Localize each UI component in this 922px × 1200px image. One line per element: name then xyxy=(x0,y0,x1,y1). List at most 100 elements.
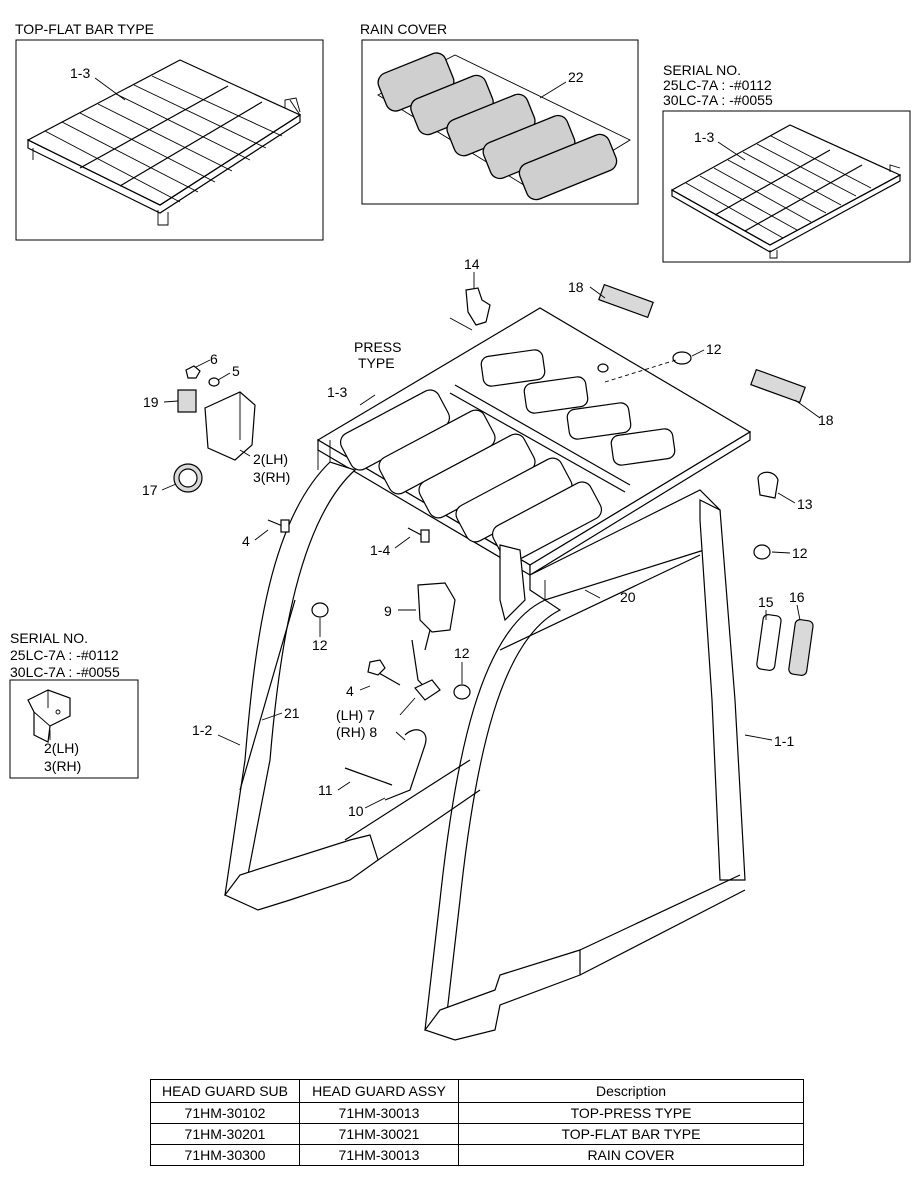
callout-1-1: 1-1 xyxy=(774,733,794,749)
table-header-cell: HEAD GUARD SUB xyxy=(150,1079,300,1103)
serial-top-line1: SERIAL NO. xyxy=(663,62,741,78)
washer-5 xyxy=(208,377,220,387)
table-header-cell: Description xyxy=(458,1079,804,1103)
callout-22: 22 xyxy=(568,69,584,85)
strip-21 xyxy=(239,599,296,791)
callout-1-4: 1-4 xyxy=(370,542,390,558)
callout-11: 11 xyxy=(318,782,333,798)
grommet-12b xyxy=(753,544,771,560)
part-16 xyxy=(788,619,814,676)
callout-7: (LH) 7 xyxy=(336,707,375,723)
callout-12d: 12 xyxy=(454,645,470,661)
callout-1-3: 1-3 xyxy=(327,384,347,400)
serial-top-line3: 30LC-7A : -#0055 xyxy=(663,92,773,108)
inset-serial-top: SERIAL NO. 25LC-7A : -#0112 30LC-7A : -#… xyxy=(662,62,911,263)
bracket-7-8 xyxy=(414,679,441,701)
bolt-4a xyxy=(267,519,290,533)
inset-rain-cover-title: RAIN COVER xyxy=(360,21,447,37)
part-18-rear xyxy=(750,368,806,404)
serial-left-line2: 25LC-7A : -#0112 xyxy=(10,647,119,663)
leader-lines xyxy=(161,272,821,809)
callout-serial-top-1-3: 1-3 xyxy=(694,129,714,145)
table-header-cell: HEAD GUARD ASSY xyxy=(299,1079,459,1103)
press-type-line2: TYPE xyxy=(358,355,395,371)
grommet-12d xyxy=(453,684,471,700)
inset-rain-cover: RAIN COVER 22 xyxy=(360,21,639,205)
table-cell: 71HM-30021 xyxy=(299,1123,459,1145)
callout-4a: 4 xyxy=(242,533,250,549)
callout-1-2: 1-2 xyxy=(192,722,212,738)
table-cell: 71HM-30201 xyxy=(150,1123,300,1145)
callout-6: 6 xyxy=(210,351,218,367)
mirror-9 xyxy=(417,582,456,633)
inset-serial-left-frame xyxy=(9,679,139,779)
parts-table: HEAD GUARD SUB HEAD GUARD ASSY Descripti… xyxy=(150,1079,804,1166)
part-19 xyxy=(177,389,197,413)
flat-bar-grid xyxy=(26,59,302,226)
table-cell: 71HM-30013 xyxy=(299,1102,459,1124)
pillar-rear-left xyxy=(499,544,526,622)
callout-13: 13 xyxy=(797,496,813,512)
callout-12a: 12 xyxy=(706,341,722,357)
callout-serial-left-2lh: 2(LH) xyxy=(44,740,79,756)
table-row: 71HM-30300 71HM-30013 RAIN COVER xyxy=(150,1144,804,1166)
handle-10 xyxy=(384,729,427,801)
table-cell: 71HM-30300 xyxy=(150,1144,300,1166)
callout-18b: 18 xyxy=(818,412,834,428)
inset-serial-left: SERIAL NO. 25LC-7A : -#0112 30LC-7A : -#… xyxy=(9,630,139,779)
callout-5: 5 xyxy=(232,363,240,379)
callout-10: 10 xyxy=(348,803,364,819)
part-18-front xyxy=(598,283,654,319)
callout-9: 9 xyxy=(384,603,392,619)
callout-8: (RH) 8 xyxy=(336,724,377,740)
bracket-small xyxy=(27,689,71,743)
table-cell: RAIN COVER xyxy=(458,1144,804,1166)
callout-3rh: 3(RH) xyxy=(253,469,290,485)
inset-flat-bar-title: TOP-FLAT BAR TYPE xyxy=(15,21,154,37)
callout-16: 16 xyxy=(789,589,805,605)
nut-6 xyxy=(185,365,201,379)
head-guard-assembly: 14 18 18 12 PRESS TYPE 6 5 19 1-3 2(LH) … xyxy=(142,256,834,1041)
callout-serial-left-3rh: 3(RH) xyxy=(44,758,81,774)
callout-21: 21 xyxy=(284,705,300,721)
table-header-row: HEAD GUARD SUB HEAD GUARD ASSY Descripti… xyxy=(150,1079,804,1103)
callout-12c: 12 xyxy=(312,637,328,653)
inset-rain-cover-frame xyxy=(361,39,639,205)
table-cell: TOP-FLAT BAR TYPE xyxy=(458,1123,804,1145)
lamp-bracket xyxy=(204,391,256,461)
callout-18a: 18 xyxy=(568,279,584,295)
press-type-line1: PRESS xyxy=(354,339,401,355)
part-15 xyxy=(756,614,782,671)
part-13-clip xyxy=(757,471,779,499)
table-cell: 71HM-30102 xyxy=(150,1102,300,1124)
bolt-4b xyxy=(367,659,401,686)
table-row: 71HM-30201 71HM-30021 TOP-FLAT BAR TYPE xyxy=(150,1123,804,1145)
table-cell: 71HM-30013 xyxy=(299,1144,459,1166)
callout-20: 20 xyxy=(620,589,636,605)
grommet-12c xyxy=(311,602,329,618)
callout-15: 15 xyxy=(758,594,774,610)
callout-inset-flat-1-3: 1-3 xyxy=(70,65,90,81)
part-14-hook xyxy=(465,287,491,326)
inset-serial-top-frame xyxy=(662,110,911,263)
callout-17: 17 xyxy=(142,482,158,498)
roof-windows xyxy=(339,349,676,563)
grommet-12a xyxy=(672,351,692,365)
bolt-11 xyxy=(344,767,393,786)
serial-left-line1: SERIAL NO. xyxy=(10,630,88,646)
bolt-1-4 xyxy=(407,527,430,543)
inset-flat-bar: TOP-FLAT BAR TYPE 1-3 xyxy=(15,21,324,241)
inset-flat-bar-frame xyxy=(15,39,324,241)
callout-14: 14 xyxy=(464,256,480,272)
pillar-rear-right xyxy=(699,499,746,881)
base-frame-right xyxy=(424,949,581,1041)
serial-top-line2: 25LC-7A : -#0112 xyxy=(663,77,772,93)
callout-4b: 4 xyxy=(346,683,354,699)
serial-left-line3: 30LC-7A : -#0055 xyxy=(10,664,120,680)
table-row: 71HM-30102 71HM-30013 TOP-PRESS TYPE xyxy=(150,1102,804,1124)
callout-12b: 12 xyxy=(792,545,808,561)
callout-2lh: 2(LH) xyxy=(253,451,288,467)
table-cell: TOP-PRESS TYPE xyxy=(458,1102,804,1124)
callout-19: 19 xyxy=(143,394,159,410)
